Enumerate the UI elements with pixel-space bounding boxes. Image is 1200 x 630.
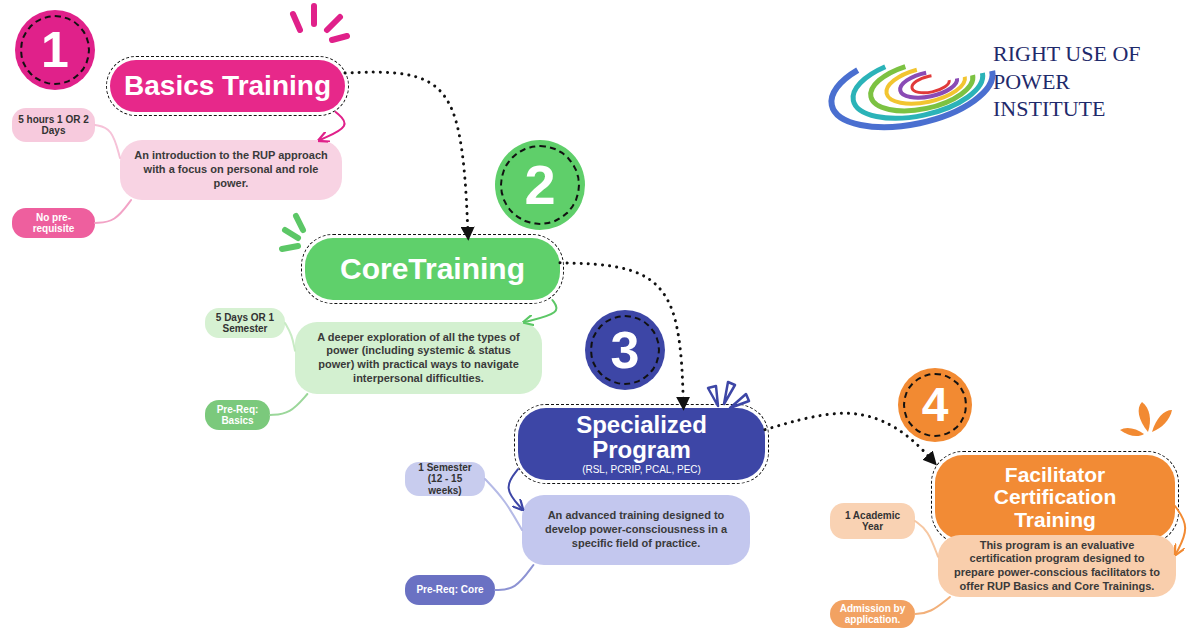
node-text: An advanced training designed to develop… [534,509,738,550]
detail-arrow [320,112,345,140]
node-text: 1 Academic Year [836,510,909,533]
step-number: 2 [495,140,585,230]
node-text: CoreTraining [340,253,525,285]
stage-title: Specialized Program (RSL, PCRIP, PCAL, PE… [518,408,765,480]
sparkle [293,6,347,40]
info-pill: 5 hours 1 OR 2 Days [12,108,95,142]
detail-arrow [525,300,557,322]
detail-arrow [509,469,522,509]
info-pill: Admission by application. [830,600,915,628]
info-pill: 1 Semester (12 - 15 weeks) [405,462,485,496]
flow-arrow [560,263,683,408]
description-box: This program is an evaluative certificat… [938,535,1176,597]
node-text: Facilitator Certification Training [970,464,1140,530]
info-pill: 1 Academic Year [830,503,915,539]
stage-title: Facilitator Certification Training [935,455,1175,540]
leader-line [285,323,295,351]
step-number: 3 [585,310,665,390]
node-text: Admission by application. [836,603,909,626]
node-text: 5 hours 1 OR 2 Days [18,114,89,137]
node-text: 5 Days OR 1 Semester [211,312,279,335]
node-text: 1 Semester (12 - 15 weeks) [411,462,479,497]
node-text: Pre-Req: Basics [211,404,264,427]
detail-arrow [1175,506,1185,554]
node-text: Basics Training [124,71,331,100]
leader-line [495,565,533,590]
info-pill: 5 Days OR 1 Semester [205,308,285,338]
description-box: An advanced training designed to develop… [522,495,750,565]
node-text: 2 [524,157,555,213]
leader-line [915,597,950,614]
node-text: Pre-Req: Core [416,584,483,596]
leader-line [485,479,522,530]
step-number: 4 [898,368,972,442]
flow-arrow [345,72,468,238]
info-pill: Pre-Req: Basics [205,400,270,430]
node-text: An introduction to the RUP approach with… [132,149,330,190]
node-text: No pre-requisite [18,212,89,235]
stage-title: Basics Training [110,60,345,112]
node-text: 4 [922,381,949,429]
leader-line [95,125,120,158]
node-subtext: (RSL, PCRIP, PCAL, PEC) [582,465,701,476]
splash [282,216,303,249]
node-text: 1 [41,25,69,75]
splash [1120,402,1172,436]
node-text: This program is an evaluative certificat… [950,539,1164,594]
fan [708,382,749,408]
leader-line [915,521,938,557]
info-pill: Pre-Req: Core [405,575,495,605]
description-box: A deeper exploration of all the types of… [295,322,542,394]
leader-line [270,394,307,415]
node-text: Specialized Program [554,412,729,462]
step-number: 1 [15,10,95,90]
description-box: An introduction to the RUP approach with… [120,140,342,200]
logo-text: RIGHT USE OF POWER INSTITUTE [993,40,1143,123]
logo-swirl [824,36,999,141]
node-text: 3 [611,324,640,376]
stage-title: CoreTraining [305,238,560,300]
decoration [282,6,1172,436]
node-text: A deeper exploration of all the types of… [307,331,530,386]
leader-line [95,200,131,223]
info-pill: No pre-requisite [12,208,95,238]
